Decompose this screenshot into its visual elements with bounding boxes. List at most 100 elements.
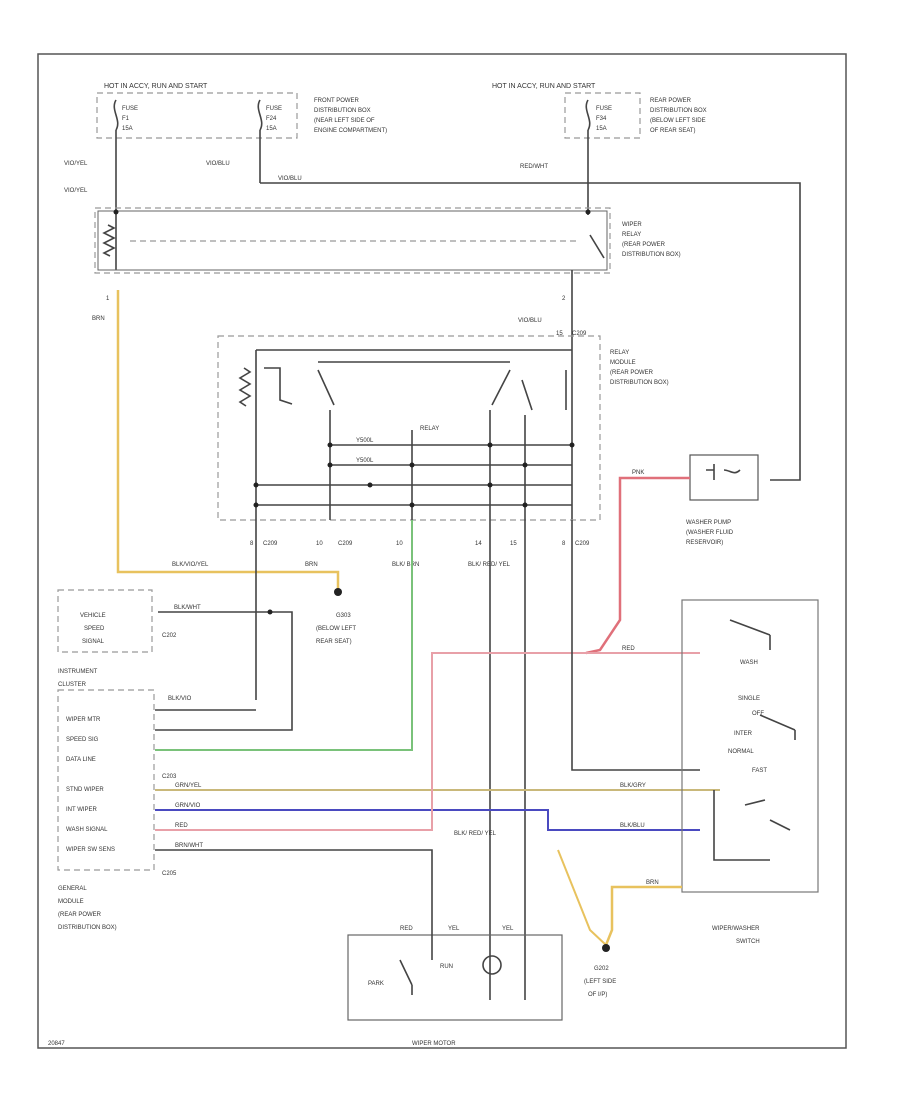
node-j <box>253 502 259 508</box>
module-switch-2 <box>491 369 511 406</box>
footer-code: 20847 <box>48 1041 65 1047</box>
g202-label-3: OF I/P) <box>588 992 607 998</box>
wiper-relay-label-2: RELAY <box>622 232 641 238</box>
fuse-f24-number: F24 <box>266 116 277 122</box>
wire-fast <box>571 520 700 771</box>
module-pin-label-7: WIPER SW SENS <box>66 847 115 853</box>
label-red-wht: RED/WHT <box>520 164 548 170</box>
general-module-label-4: DISTRIBUTION BOX) <box>58 925 117 931</box>
switch-label-off: OFF <box>752 711 764 717</box>
module-node-label-1: Y500L <box>356 438 374 444</box>
rear-box-desc-1: REAR POWER <box>650 98 692 104</box>
wire-vio-blu-to-pump <box>260 182 801 481</box>
motor-title: WIPER MOTOR <box>412 1041 456 1047</box>
fuse-f24-name: FUSE <box>266 106 282 112</box>
label-vio-blu-2: VIO/BLU <box>278 176 302 182</box>
module-pin-label-6: WASH SIGNAL <box>66 827 108 833</box>
node-c <box>409 462 415 468</box>
relay-node-2 <box>585 209 591 215</box>
module-coil-lead <box>264 367 293 405</box>
label-brn-mid: BRN <box>305 562 318 568</box>
node-l <box>522 502 528 508</box>
relay-terminal-15: 15 <box>556 331 563 337</box>
module-pin-label-1: WIPER MTR <box>66 717 101 723</box>
switch-title-1: WIPER/WASHER <box>712 926 760 932</box>
cluster-label-2: CLUSTER <box>58 682 87 688</box>
washer-pump-box <box>689 454 759 501</box>
g303-label-1: G303 <box>336 613 351 619</box>
label-blk-red-yel-2: BLK/ RED/ YEL <box>454 831 497 837</box>
relay-module-box <box>217 335 601 521</box>
conn-c209-a: C209 <box>263 541 278 547</box>
speed-node <box>267 609 273 615</box>
node-i <box>487 482 493 488</box>
fuse-f1-amp: 15A <box>122 126 133 132</box>
wire-brn-yellow-bottom <box>604 885 682 946</box>
washer-pump-label-2: (WASHER FLUID <box>686 530 734 536</box>
label-vio-yel-1: VIO/YEL <box>64 161 88 167</box>
wire-brn-yellow-bottom-2 <box>557 849 607 946</box>
module-switch-3 <box>521 379 533 411</box>
label-red-3: RED <box>400 926 413 932</box>
label-blk-red-yel-1: BLK/ RED/ YEL <box>468 562 511 568</box>
module-coil <box>238 367 252 407</box>
front-box-desc-1: FRONT POWER <box>314 98 360 104</box>
g303-label-2: (BELOW LEFT <box>316 626 356 632</box>
conn-c205: C205 <box>162 871 177 877</box>
motor-symbol <box>482 955 502 975</box>
node-g <box>253 482 259 488</box>
node-d <box>487 442 493 448</box>
label-brn-left: BRN <box>92 316 105 322</box>
module-pin-label-5: INT WIPER <box>66 807 98 813</box>
relay-module-label-1: RELAY <box>610 350 629 356</box>
front-fuse-box <box>96 92 298 139</box>
wiper-washer-switch-box <box>681 599 819 893</box>
conn-10a: 10 <box>316 541 323 547</box>
motor-label-park: PARK <box>368 981 384 987</box>
ground-g303-point <box>334 588 342 596</box>
fuse-f1-symbol <box>113 99 119 131</box>
label-brn-wht: BRN/WHT <box>175 843 203 849</box>
wire-red-pump <box>585 476 690 655</box>
switch-contact-2 <box>744 799 791 831</box>
hot-label-left: HOT IN ACCY, RUN AND START <box>104 83 208 90</box>
node-f <box>569 442 575 448</box>
relay-node-1 <box>113 209 119 215</box>
label-vio-blu-3: VIO/BLU <box>518 318 542 324</box>
conn-c203: C203 <box>162 774 177 780</box>
label-blk-wht: BLK/WHT <box>174 605 201 611</box>
rear-box-desc-3: (BELOW LEFT SIDE <box>650 118 706 124</box>
label-red: RED <box>175 823 188 829</box>
hot-label-right: HOT IN ACCY, RUN AND START <box>492 83 596 90</box>
wire-sensor <box>155 849 433 885</box>
label-yel-2: YEL <box>502 926 514 932</box>
vss-label-1: VEHICLE <box>80 613 106 619</box>
label-c202: C202 <box>162 633 177 639</box>
label-grn-vio: GRN/VIO <box>175 803 201 809</box>
switch-title-2: SWITCH <box>736 939 760 945</box>
conn-10b: 10 <box>396 541 403 547</box>
g202-label-1: G202 <box>594 966 609 972</box>
g202-label-2: (LEFT SIDE <box>584 979 616 985</box>
module-switch-1 <box>317 369 335 406</box>
label-vio-blu-1: VIO/BLU <box>206 161 230 167</box>
label-yel: YEL <box>448 926 460 932</box>
relay-coil <box>102 224 116 257</box>
conn-c209-b: C209 <box>338 541 353 547</box>
washer-pump-label-1: WASHER PUMP <box>686 520 731 526</box>
switch-label-normal: NORMAL <box>728 749 754 755</box>
switch-label-single: SINGLE <box>738 696 760 702</box>
wiper-relay-label-1: WIPER <box>622 222 642 228</box>
wire-brn-yellow-left <box>116 290 340 590</box>
switch-label-inter: INTER <box>734 731 753 737</box>
conn-c209-c: C209 <box>575 541 590 547</box>
cluster-label-1: INSTRUMENT <box>58 669 98 675</box>
fuse-f34-number: F34 <box>596 116 607 122</box>
label-blk-vio-yel: BLK/VIO/YEL <box>172 562 209 568</box>
vss-label-3: SIGNAL <box>82 639 105 645</box>
conn-8b: 8 <box>562 541 566 547</box>
label-pnk: PNK <box>632 470 644 476</box>
relay-module-label-2: MODULE <box>610 360 636 366</box>
node-b <box>327 462 333 468</box>
washer-pump-label-3: RESERVOIR) <box>686 540 723 546</box>
